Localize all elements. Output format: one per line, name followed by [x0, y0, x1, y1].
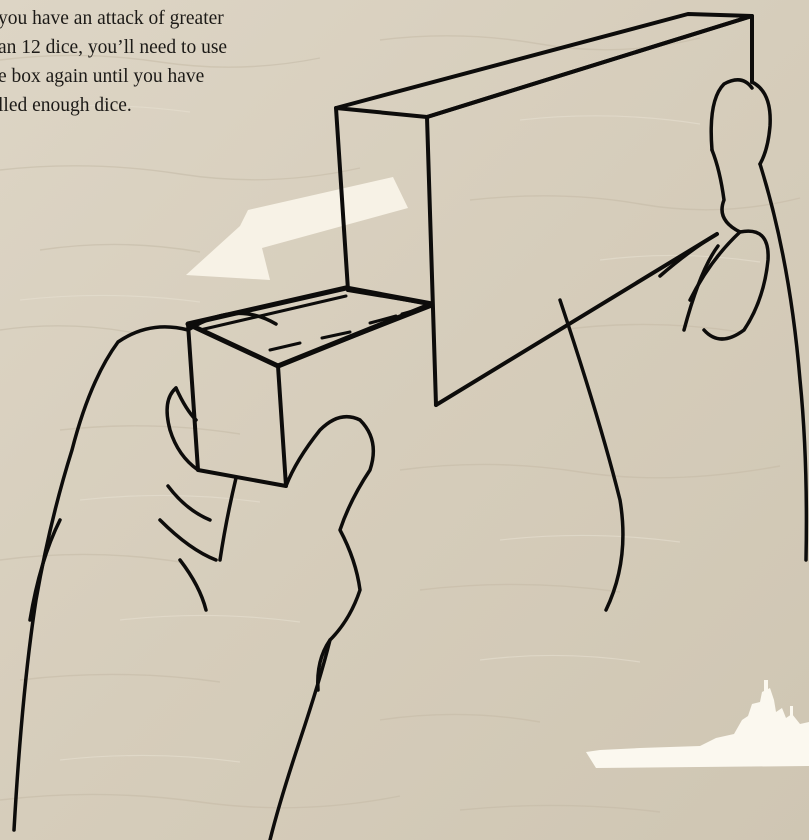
arrow-left-icon [186, 177, 408, 280]
right-hand-icon [560, 80, 806, 610]
battleship-icon [586, 680, 809, 768]
dice-drawer-icon [188, 288, 432, 486]
